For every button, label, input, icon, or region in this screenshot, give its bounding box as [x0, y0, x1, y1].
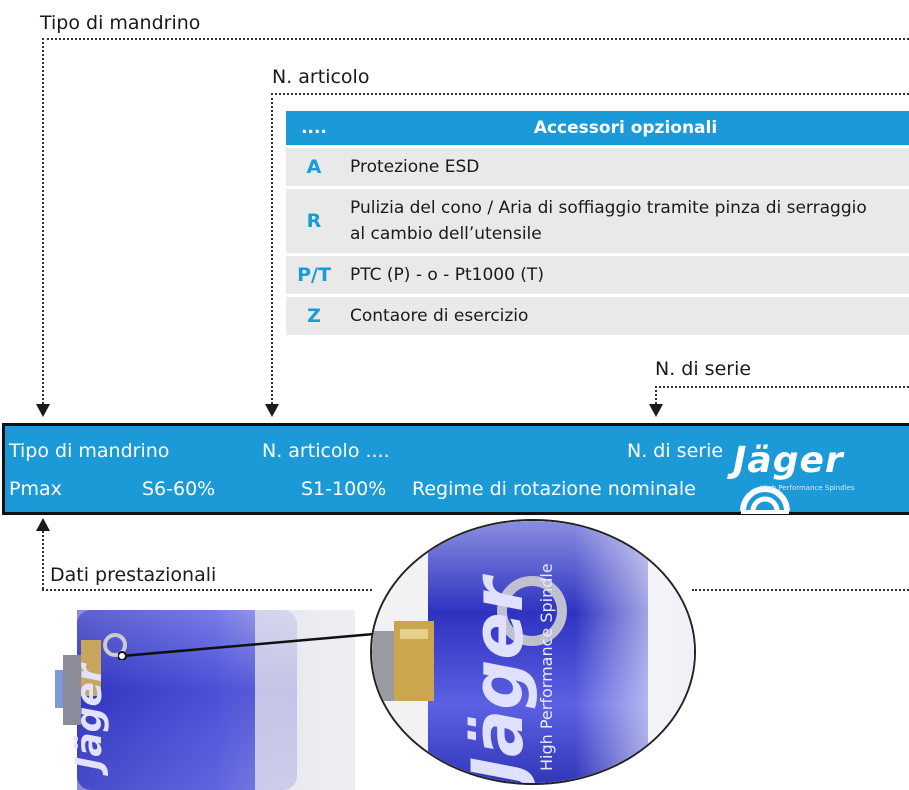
plate-s1: S1-100%	[301, 478, 387, 500]
row-code: A	[306, 156, 322, 178]
plate-pmax: Pmax	[9, 478, 62, 500]
brand-logo: Jäger	[733, 440, 909, 522]
header-code: ....	[301, 118, 327, 138]
row-code: P/T	[297, 264, 331, 286]
leader-line-performance-v	[42, 531, 44, 589]
brand-tagline: High Performance Spindles	[760, 484, 855, 492]
zoom-detail: High Performance Spindle Jäger	[370, 519, 696, 785]
row-description: Pulizia del cono / Aria di soffiaggio tr…	[350, 198, 867, 244]
plate-article-no: N. articolo ....	[262, 440, 390, 462]
leader-line-performance-h	[42, 589, 372, 591]
plate-nominal-speed: Regime di rotazione nominale	[412, 478, 696, 500]
zoom-tagline: High Performance Spindle	[537, 563, 556, 771]
photo-brand: Jäger	[69, 662, 110, 776]
label-serial-no: N. di serie	[655, 358, 752, 380]
row-code: R	[306, 210, 322, 232]
leader-line-performance-h2	[692, 589, 909, 591]
label-performance-data: Dati prestazionali	[50, 564, 217, 586]
table-row: R Pulizia del cono / Aria di soffiaggio …	[286, 189, 909, 253]
plate-serial-no: N. di serie	[627, 440, 724, 462]
row-description: PTC (P) - o - Pt1000 (T)	[350, 265, 544, 285]
arrow-down-icon	[36, 404, 50, 417]
accessories-table-header: .... Accessori opzionali	[286, 111, 909, 145]
accessories-table: .... Accessori opzionali A Protezione ES…	[286, 111, 909, 335]
brand-arc-icon	[740, 486, 790, 514]
plate-spindle-type: Tipo di mandrino	[9, 440, 170, 462]
table-row: A Protezione ESD	[286, 148, 909, 186]
leader-line-spindle-type-v	[42, 38, 44, 404]
zoom-leader	[118, 632, 375, 660]
row-code: Z	[307, 305, 321, 327]
arrow-up-icon	[36, 518, 50, 531]
row-description: Contaore di esercizio	[350, 306, 529, 326]
plate-s6: S6-60%	[142, 478, 216, 500]
label-article-no: N. articolo	[272, 66, 370, 88]
table-row: Z Contaore di esercizio	[286, 297, 909, 335]
leader-line-article-v	[271, 93, 273, 404]
zoom-photo: High Performance Spindle Jäger	[372, 521, 694, 783]
leader-line-serial-v	[655, 386, 657, 404]
nameplate: Tipo di mandrino N. articolo .... N. di …	[2, 423, 909, 515]
leader-line-serial-h	[655, 386, 909, 388]
arrow-down-icon	[265, 404, 279, 417]
row-description: Protezione ESD	[350, 157, 480, 177]
leader-line-spindle-type-h	[42, 38, 909, 40]
header-title: Accessori opzionali	[533, 118, 718, 138]
label-spindle-type: Tipo di mandrino	[40, 12, 201, 34]
arrow-down-icon	[649, 404, 663, 417]
table-row: P/T PTC (P) - o - Pt1000 (T)	[286, 256, 909, 294]
spindle-photo: Jäger	[55, 610, 355, 790]
zoom-brand: Jäger	[457, 573, 539, 783]
leader-line-article-h	[271, 93, 909, 95]
